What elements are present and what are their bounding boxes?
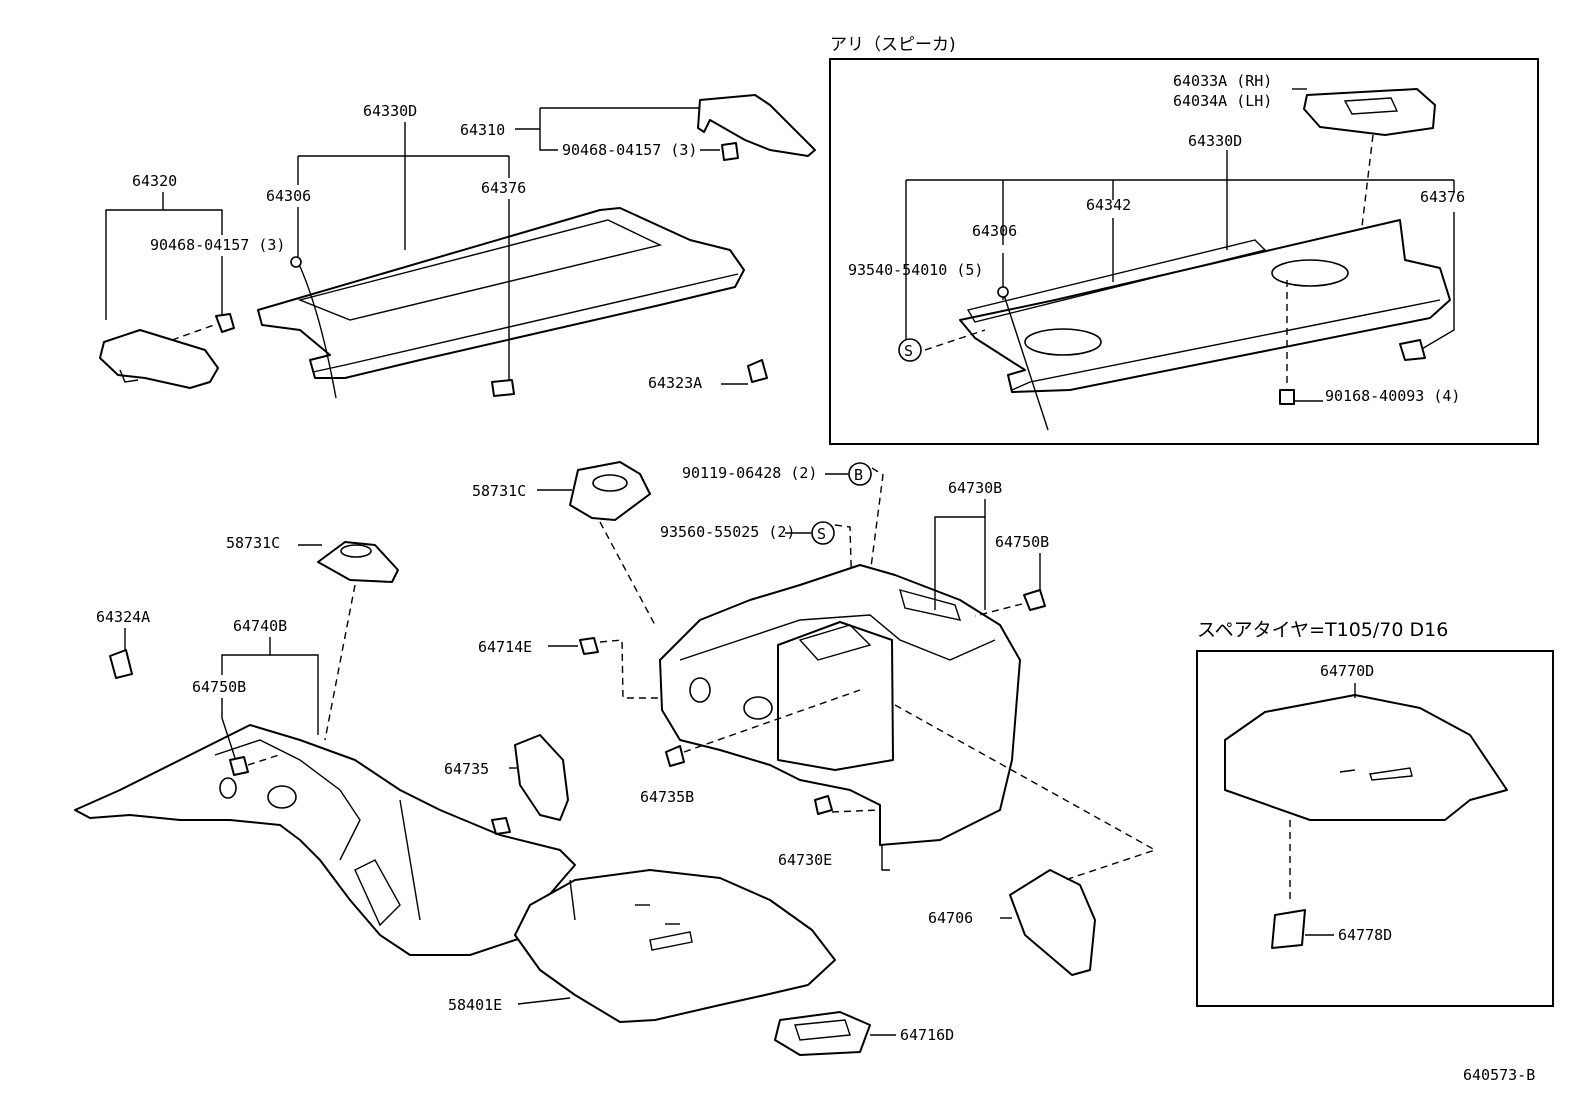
label-58401E: 58401E: [448, 996, 502, 1014]
label-64342: 64342: [1086, 196, 1131, 214]
label-64306: 64306: [266, 187, 311, 205]
screw-s-symbol-center-text: S: [817, 525, 826, 543]
label-64735B: 64735B: [640, 788, 694, 806]
bolt-b-symbol: [848, 462, 872, 486]
clip-64324A: [109, 649, 133, 679]
label-64730E: 64730E: [778, 851, 832, 869]
screw-s-symbol-center: [811, 521, 835, 545]
left-trunk-liner-part: [74, 724, 576, 956]
trunk-floor-mat-part: [514, 869, 836, 1023]
trunk-side-liner-part: [659, 564, 1021, 846]
speaker-option-panel: アリ（スピーカ) 64033A (RH) 64034A (LH) 64330D …: [829, 35, 1539, 445]
small-access-cover-part: [514, 734, 569, 821]
label-64714E: 64714E: [478, 638, 532, 656]
label-90168: 90168-40093 (4): [1325, 387, 1460, 405]
label-64330D: 64330D: [363, 102, 417, 120]
label-58731C-left: 58731C: [226, 534, 280, 552]
upper-side-trim-part: [697, 94, 816, 157]
speaker-package-tray-part: [959, 219, 1451, 393]
label-64376-speaker: 64376: [1420, 188, 1465, 206]
label-64306-speaker: 64306: [972, 222, 1017, 240]
side-trim-part: [99, 329, 219, 389]
speaker-panel-frame: [829, 58, 1539, 445]
cup-holder-top-part: [569, 461, 651, 521]
label-64716D: 64716D: [900, 1026, 954, 1044]
label-93560: 93560-55025 (2): [660, 523, 795, 541]
label-64033A: 64033A (RH): [1173, 72, 1272, 90]
label-58731C-top: 58731C: [472, 482, 526, 500]
clip-64323A: [747, 359, 768, 383]
label-90468-left: 90468-04157 (3): [150, 236, 285, 254]
spare-tire-clip-part: [1271, 909, 1306, 949]
label-64323A: 64323A: [648, 374, 702, 392]
label-64750B-left: 64750B: [192, 678, 246, 696]
label-64750B-right: 64750B: [995, 533, 1049, 551]
floor-handle-part: [774, 1011, 871, 1056]
label-64735: 64735: [444, 760, 489, 778]
bolt-b-symbol-text: B: [854, 466, 863, 484]
label-90119: 90119-06428 (2): [682, 464, 817, 482]
diagram-id: 640573-B: [1463, 1066, 1535, 1084]
label-64310: 64310: [460, 121, 505, 139]
label-64706: 64706: [928, 909, 973, 927]
speaker-cover-part: [1303, 88, 1436, 136]
label-64376: 64376: [481, 179, 526, 197]
label-90468-top: 90468-04157 (3): [562, 141, 697, 159]
access-cover-part: [1009, 869, 1096, 976]
clip-64730E: [814, 795, 833, 815]
label-64730B: 64730B: [948, 479, 1002, 497]
cup-holder-left-part: [317, 541, 399, 583]
spare-tire-cover-part: [1224, 694, 1508, 821]
screw-s-symbol-text: S: [904, 342, 913, 360]
package-tray-part: [257, 207, 745, 379]
label-64778D: 64778D: [1338, 926, 1392, 944]
label-64324A: 64324A: [96, 608, 150, 626]
label-93540: 93540-54010 (5): [848, 261, 983, 279]
spare-tire-panel-frame: [1196, 650, 1554, 1007]
label-64740B: 64740B: [233, 617, 287, 635]
spare-tire-panel-title: スペアタイヤ=T105/70 D16: [1197, 619, 1448, 641]
speaker-panel-title: アリ（スピーカ): [830, 35, 956, 55]
screw-s-symbol: [898, 338, 922, 362]
label-64770D: 64770D: [1320, 662, 1374, 680]
clip-64735B: [665, 745, 685, 767]
label-64330D-speaker: 64330D: [1188, 132, 1242, 150]
spare-tire-panel: スペアタイヤ=T105/70 D16 64770D 64778D: [1196, 619, 1554, 1007]
label-64034A: 64034A (LH): [1173, 92, 1272, 110]
label-64320: 64320: [132, 172, 177, 190]
